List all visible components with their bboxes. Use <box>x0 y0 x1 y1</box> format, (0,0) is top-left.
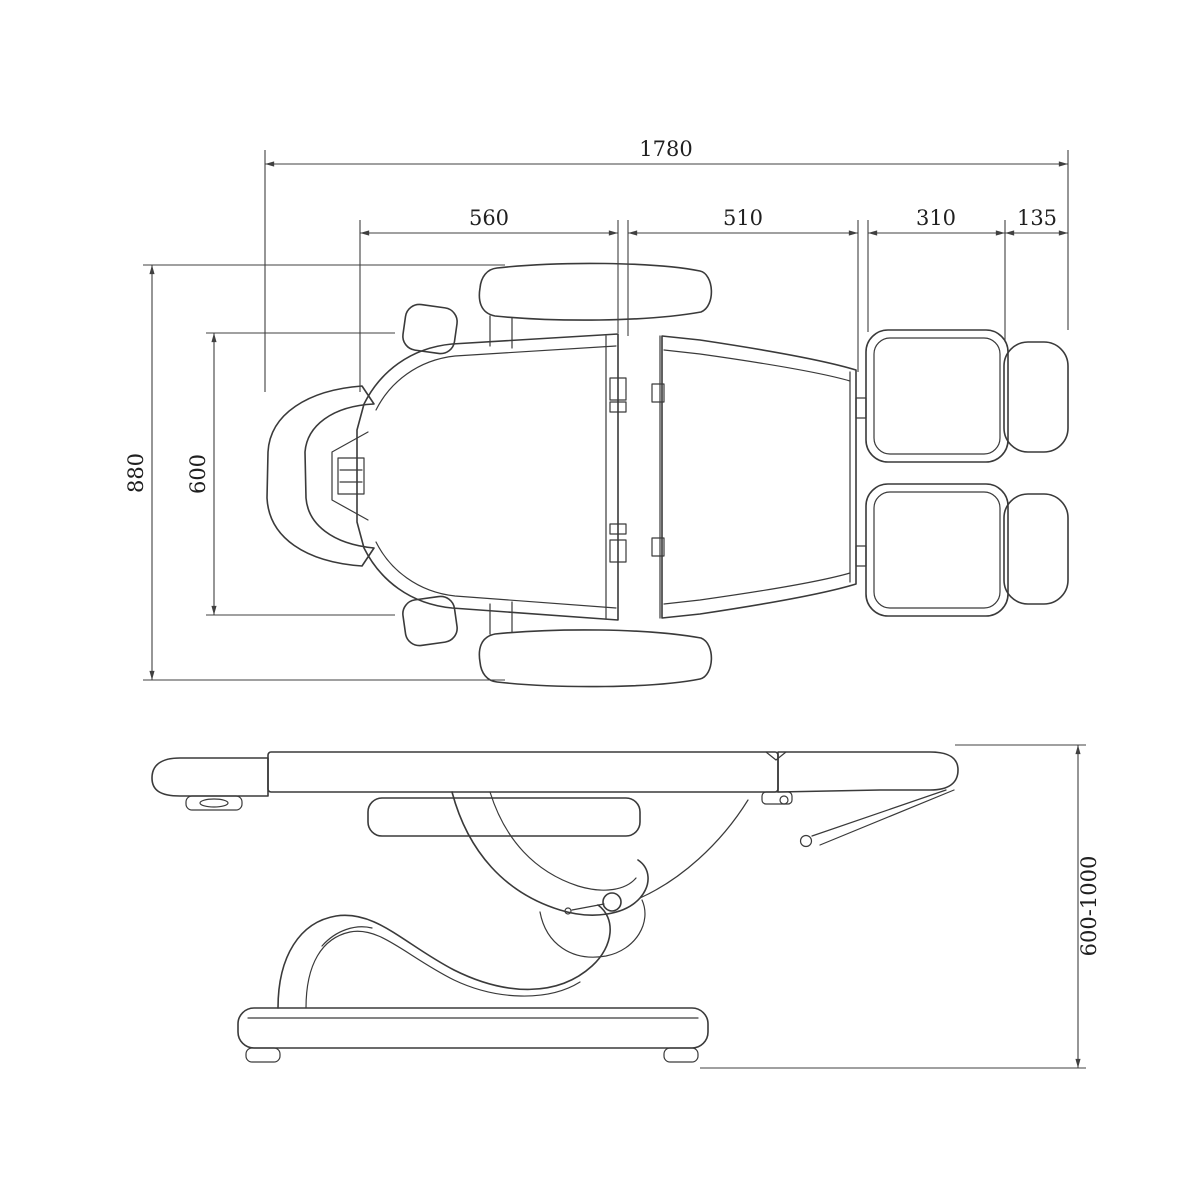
pedestal-outline <box>277 904 611 1009</box>
armrest-top <box>478 262 713 321</box>
pedestal-detail <box>321 926 373 947</box>
hinge-bracket <box>609 539 627 563</box>
leg-hinge-block <box>761 791 793 805</box>
headrest-knob <box>337 457 365 495</box>
dimensions: 1780 560 510 310 135 <box>124 137 1101 1069</box>
foot-left <box>245 1047 281 1063</box>
dimension-backrest-section: 560 <box>359 206 619 392</box>
leg-hinge-pivot <box>779 795 789 805</box>
armrest-bottom <box>478 629 713 688</box>
seat-leg-hinge <box>855 545 867 567</box>
leg-slab <box>777 751 959 793</box>
tilt-lever-tip <box>564 907 572 915</box>
seat-inner-bottom <box>663 572 851 605</box>
shoulder-pad-top <box>402 303 458 355</box>
dim-label-cushion-width: 600 <box>186 454 210 494</box>
legrest-lower-inner <box>873 491 1001 609</box>
hinge-bracket <box>609 523 627 535</box>
seat-outline <box>661 335 857 619</box>
armrest-profile <box>367 797 641 837</box>
base-plate <box>237 1007 709 1049</box>
hinge-bracket <box>609 377 627 401</box>
headrest-outline <box>266 385 375 567</box>
hinge-bracket <box>609 401 627 413</box>
slab-seam-notch <box>765 751 787 761</box>
dimension-legrest-section: 310 <box>867 206 1006 342</box>
dimension-height-range: 600-1000 <box>700 744 1101 1069</box>
foot-right <box>663 1047 699 1063</box>
tilt-knob <box>602 892 622 912</box>
head-flap <box>151 757 269 797</box>
headrest-clamp <box>185 795 243 811</box>
backrest-inner-bottom <box>375 541 617 609</box>
footflap-lower <box>1003 493 1069 605</box>
dimension-overall-width: 880 <box>124 264 505 681</box>
headrest-notch <box>331 431 369 521</box>
legrest-upper <box>865 329 1009 463</box>
dimension-cushion-width: 600 <box>186 332 395 616</box>
hinge-bracket <box>651 537 665 557</box>
dim-label-height-range: 600-1000 <box>1077 856 1101 957</box>
dim-label-total-length: 1780 <box>639 137 692 161</box>
leg-support-roller <box>799 834 813 848</box>
dimension-total-length: 1780 <box>264 137 1069 392</box>
backrest-inner-top <box>375 345 617 411</box>
legrest-upper-inner <box>873 337 1001 455</box>
dim-label-overall-width: 880 <box>124 453 148 493</box>
side-view <box>151 751 959 1063</box>
seat-leg-hinge <box>855 397 867 419</box>
pedestal-inner <box>305 930 581 1009</box>
backrest-slab <box>267 751 779 793</box>
dim-label-footrest-section: 135 <box>1017 206 1057 230</box>
backrest-outline <box>356 333 619 621</box>
leg-support-arm <box>819 789 955 846</box>
top-view <box>266 262 1069 688</box>
shoulder-pad-bottom <box>402 595 458 647</box>
dim-label-seat-section: 510 <box>723 206 763 230</box>
seat-cradle <box>539 899 646 958</box>
dim-label-backrest-section: 560 <box>469 206 509 230</box>
dimension-footrest-section: 135 <box>1005 206 1068 236</box>
footflap-upper <box>1003 341 1069 453</box>
dim-label-legrest-section: 310 <box>916 206 956 230</box>
dimension-seat-section: 510 <box>627 206 859 372</box>
seat-inner-top <box>663 349 851 382</box>
legrest-lower <box>865 483 1009 617</box>
seat-rear-support <box>639 799 749 899</box>
hinge-bracket <box>651 383 665 403</box>
headrest-clamp-slot <box>199 798 229 808</box>
seat-pan-curve <box>451 791 649 916</box>
seat-pan-inner <box>489 791 637 891</box>
leg-support-arm <box>811 789 947 837</box>
